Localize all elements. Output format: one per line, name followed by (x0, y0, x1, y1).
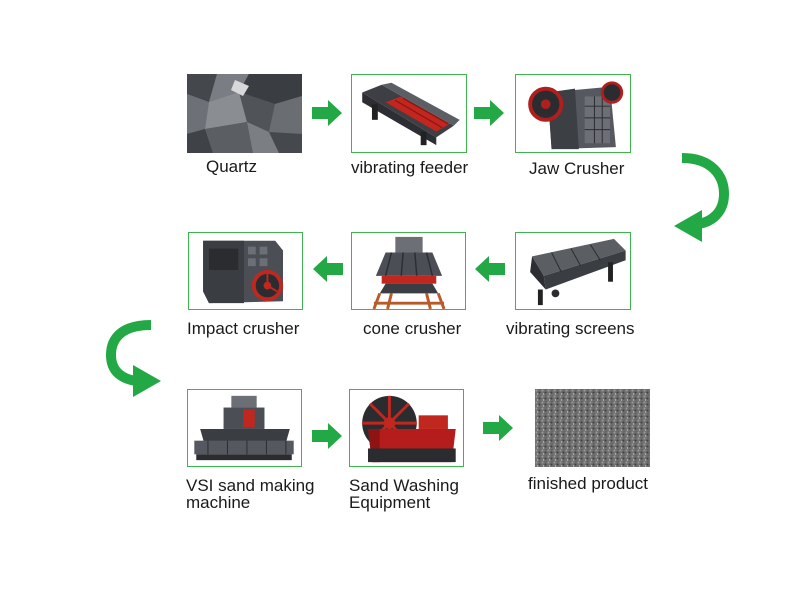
step-label-cone-crusher: cone crusher (363, 319, 462, 338)
arrow-left-icon (313, 256, 343, 282)
impact-crusher-image (188, 232, 303, 310)
vibrating-feeder-image (351, 74, 467, 153)
vsi-sand-making-machine-image (187, 389, 302, 467)
vibrating-screens-image (515, 232, 631, 310)
step-label-vsi-line2: machine (186, 493, 251, 512)
step-label-quartz: Quartz (206, 157, 258, 176)
step-label-vibrating-feeder: vibrating feeder (351, 158, 469, 177)
step-label-jaw-crusher: Jaw Crusher (529, 159, 625, 178)
arrow-right-icon (483, 415, 513, 441)
sand-washing-equipment-image (349, 389, 464, 467)
step-label-vibrating-screens: vibrating screens (506, 319, 635, 338)
step-label-finished-product: finished product (528, 474, 649, 493)
arrow-right-icon (312, 100, 342, 126)
step-label-vsi-line1: VSI sand making (186, 476, 315, 495)
arrow-right-icon (312, 423, 342, 449)
arrow-left-icon (475, 256, 505, 282)
step-label-impact-crusher: Impact crusher (187, 319, 300, 338)
step-label-sand-washing-line1: Sand Washing (349, 476, 459, 495)
step-label-sand-washing-line2: Equipment (349, 493, 431, 512)
cone-crusher-image (351, 232, 466, 310)
arrow-right-icon (474, 100, 504, 126)
curved-arrow-right-side-icon (668, 152, 732, 244)
finished-product-image (535, 389, 650, 467)
curved-arrow-left-side-icon (103, 319, 167, 399)
quartz-image (187, 74, 302, 153)
jaw-crusher-image (515, 74, 631, 153)
